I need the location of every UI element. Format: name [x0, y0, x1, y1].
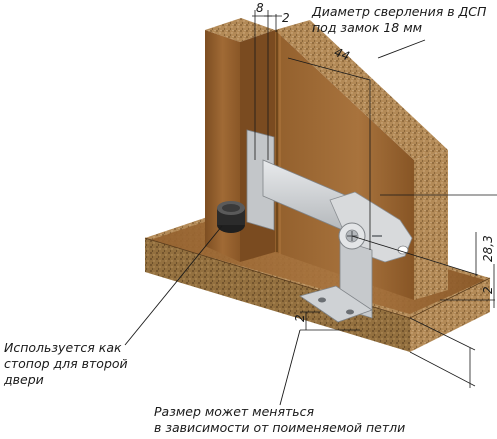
leader-drill [377, 39, 426, 59]
leader-stopper [124, 225, 223, 346]
latch-base-plate [299, 285, 373, 323]
drill-diameter-line2: под замок 18 мм [312, 20, 423, 35]
dim-2-right: 2 [481, 286, 495, 294]
latch-mechanism [246, 129, 413, 323]
size-line1: Размер может меняться [154, 404, 315, 419]
size-note: Размер может меняться в зависимости от п… [154, 404, 405, 436]
dim-2-bottom: 2 [293, 314, 307, 322]
leader-lines [124, 39, 426, 406]
dim-2-top: 2 [282, 11, 290, 25]
right-door-side-edge [414, 150, 448, 300]
drill-diameter-line1: Диаметр сверления в ДСП [312, 4, 487, 19]
leader-size [279, 329, 301, 406]
latch-mount-plate [246, 129, 275, 231]
bottom-panel-side-edge [410, 278, 490, 352]
rubber-stopper [217, 201, 245, 233]
dimension-lines [252, 10, 497, 388]
size-line2: в зависимости от поименяемой петли [154, 420, 406, 435]
drill-diameter-note: Диаметр сверления в ДСП под замок 18 мм [312, 4, 486, 36]
stopper-line1: Используется как [4, 340, 122, 355]
stopper-line3: двери [4, 372, 44, 387]
dim-8: 8 [256, 1, 264, 15]
dim-44: 44 [332, 45, 351, 63]
stopper-note: Используется как стопор для второй двери [4, 340, 128, 388]
right-door-top-edge [275, 20, 448, 160]
bottom-panel-front-edge [145, 238, 410, 352]
stopper-line2: стопор для второй [4, 356, 128, 371]
dim-28-3: 28,3 [481, 235, 495, 262]
